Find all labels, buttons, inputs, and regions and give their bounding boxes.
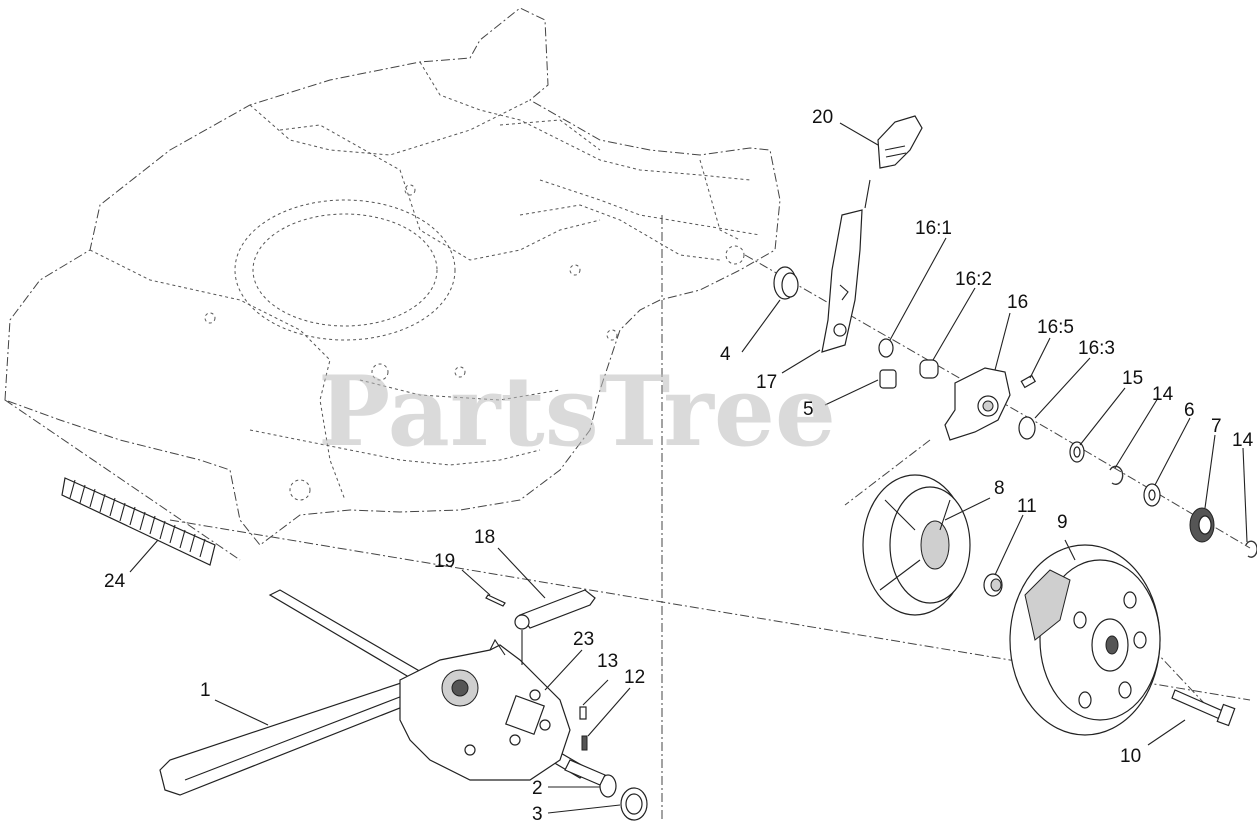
callout-16-3: 16:3 <box>1078 338 1115 359</box>
part-11-bearing <box>983 573 1003 597</box>
part-7-gear <box>1189 507 1215 543</box>
part-4-bushing <box>773 266 799 300</box>
callout-8: 8 <box>994 478 1005 499</box>
part-14-retaining-ring-2 <box>1245 540 1257 558</box>
part-10-bolt <box>1171 689 1236 727</box>
callout-24: 24 <box>104 571 126 592</box>
callout-5: 5 <box>803 399 814 420</box>
callout-16: 16 <box>1007 292 1028 313</box>
part-17-bracket <box>821 209 863 353</box>
callouts: 20 16:1 16:2 16 16:5 16:3 15 14 6 7 14 4… <box>104 107 1254 825</box>
callout-9: 9 <box>1057 512 1068 533</box>
part-12-pin <box>581 735 588 751</box>
mower-deck-outline <box>4 7 781 546</box>
callout-23: 23 <box>573 629 594 650</box>
part-18-knob <box>864 115 923 209</box>
callout-6: 6 <box>1184 400 1195 421</box>
part-14-retaining-ring <box>1109 465 1124 486</box>
callout-16-2: 16:2 <box>955 269 992 290</box>
callout-12: 12 <box>624 667 645 688</box>
part-6-washer <box>1143 483 1161 507</box>
part-24-spring <box>61 477 216 566</box>
part-5-nut <box>879 369 897 389</box>
part-16-3-washer <box>1018 416 1036 440</box>
part-23-gearbox <box>399 638 571 781</box>
part-13-key <box>579 706 587 720</box>
part-16-2-spacer <box>919 359 939 379</box>
part-2-clip <box>564 759 617 798</box>
callout-15: 15 <box>1122 368 1143 389</box>
part-16-1-washer <box>878 338 894 358</box>
callout-14b: 14 <box>1232 430 1254 451</box>
callout-20: 19 <box>434 551 455 572</box>
axis-lines <box>4 215 1251 820</box>
callout-3: 3 <box>532 804 543 825</box>
callout-1: 1 <box>200 680 211 701</box>
part-19-shift-lever <box>514 589 596 665</box>
callout-16-5: 16:5 <box>1037 317 1074 338</box>
callout-13: 13 <box>597 651 618 672</box>
callout-14a: 14 <box>1152 384 1174 405</box>
part-20-pin <box>485 594 506 607</box>
callout-18: 20 <box>812 107 833 128</box>
callout-4: 4 <box>720 344 731 365</box>
callout-11: 11 <box>1017 496 1037 517</box>
callout-17: 17 <box>756 372 777 393</box>
part-9-wheel <box>1009 544 1161 736</box>
watermark: PartsTree <box>318 355 836 468</box>
part-16-height-adjuster <box>944 367 1011 441</box>
part-16-5-screw <box>1020 374 1037 389</box>
part-3-washer <box>620 787 648 821</box>
leader-lines <box>129 122 1248 814</box>
part-8-hubcap <box>862 474 971 616</box>
callout-2: 2 <box>532 778 543 799</box>
callout-19: 18 <box>474 527 495 548</box>
callout-16-1: 16:1 <box>915 218 952 239</box>
callout-7: 7 <box>1211 416 1222 437</box>
callout-10: 10 <box>1120 746 1141 767</box>
part-15-washer <box>1069 441 1085 463</box>
